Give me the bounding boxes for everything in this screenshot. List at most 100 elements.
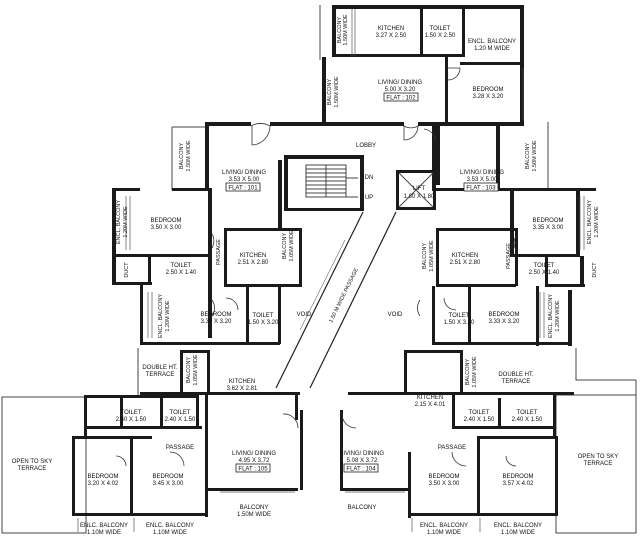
toilet-105b-label: TOILET [170,410,191,416]
balcony-102-c-width: 1.50M WIDE [532,140,538,172]
balcony-101-width: 1.50M WIDE [186,140,192,172]
enlc-balcony-l1-label: ENLC. BALCONY [80,523,128,529]
toilet-104b-label: TOILET [517,410,538,416]
passage-101-label: PASSAGE [216,239,222,265]
door-swings [115,67,517,467]
living-103-label: LIVING/ DINING [460,170,504,176]
balcony-101-label: BALCONY [179,143,185,170]
toilet-101b-size: 1.50 X 3.20 [248,320,279,326]
toilet-101-size: 2.50 X 1.40 [166,270,197,276]
bedroom-103b-label: BEDROOM [488,312,519,318]
kitchen-104-label: KITCHEN [417,395,443,401]
double-ht-left-label2: TERRACE [146,372,175,378]
void-right-label: VOID [388,312,403,318]
central-passage [275,211,397,389]
kitchen-103-size: 2.51 X 2.80 [450,260,481,266]
walls [72,5,596,518]
living-104-size: 5.08 X 3.72 [347,458,378,464]
balcony-k103-label: BALCONY [422,243,428,270]
bedroom-101b-size: 3.33 X 3.20 [201,319,232,325]
enlc-balcony-l2-width: 1.10M WIDE [153,530,187,536]
lift-label: LIFT [413,186,426,192]
balcony-104b-label: BALCONY [348,505,377,511]
flat-102-label: FLAT : 102 [386,96,416,102]
void-left-label: VOID [297,312,312,318]
kitchen-101-label: KITCHEN [240,253,266,259]
bedroom-103b-size: 3.33 X 3.20 [489,319,520,325]
living-102-size: 5.00 X 3.20 [385,87,416,93]
bedroom-101b-label: BEDROOM [200,312,231,318]
passage-103-label: PASSAGE [506,243,512,269]
bedroom-105a-size: 3.20 X 4.02 [88,481,119,487]
encl-balcony-r2-width: 1.10M WIDE [501,530,535,536]
toilet-103b-size: 1.50 X 3.20 [444,320,475,326]
balcony-102-a-label: BALCONY [337,17,343,44]
toilet-103-size: 2.50 X 1.40 [529,270,560,276]
balcony-105b-label: BALCONY [240,505,269,511]
open-right-label: OPEN TO SKY [578,454,618,460]
double-ht-right-label: DOUBLE HT. [498,372,534,378]
encl-balcony-102-width: 1.20 M WIDE [474,46,510,52]
kitchen-105-label: KITCHEN [229,379,255,385]
room-labels: KITCHEN 3.27 X 2.50 TOILET 1.50 X 2.50 E… [12,14,618,536]
living-104-label: LIVING/ DINING [340,451,384,457]
toilet-104b-size: 2.40 X 1.50 [512,417,543,423]
double-ht-left-label: DOUBLE HT. [142,365,178,371]
kitchen-105-size: 3.62 X 2.81 [227,386,258,392]
encl-balcony-r1-label: ENCL. BALCONY [420,523,468,529]
living-102-label: LIVING/ DINING [378,80,422,86]
balcony-102-b-width: 1.50M WIDE [334,76,340,108]
encl-balcony-101b-label: ENCL. BALCONY [158,294,164,338]
encl-balcony-101b-width: 1.20M WIDE [165,300,171,332]
balcony-k103-width: 1.05M WIDE [429,240,435,272]
kitchen-104-size: 2.15 X 4.01 [415,402,446,408]
toilet-103b-label: TOILET [449,313,470,319]
duct-right-label: DUCT [592,262,598,278]
balcony-102-a-width: 1.50M WIDE [343,14,349,46]
terrace-outlines [1,5,637,534]
encl-balcony-r2-label: ENCL. BALCONY [494,523,542,529]
bedroom-101-size: 3.50 X 3.00 [151,225,182,231]
living-105-label: LIVING/ DINING [232,451,276,457]
balcony-k101-label: BALCONY [282,233,288,260]
encl-balcony-101-width: 1.20M WIDE [123,206,129,238]
toilet-104a-size: 2.40 X 1.50 [464,417,495,423]
toilet-105a-size: 2.40 X 1.50 [116,417,147,423]
living-105-size: 4.95 X 3.72 [239,458,270,464]
kitchen-102-size: 3.27 X 2.50 [376,33,407,39]
balcony-105-label: BALCONY [186,357,192,384]
kitchen-101-size: 2.51 X 2.80 [238,260,269,266]
balcony-104-width: 1.05M WIDE [472,356,478,388]
flat-103-label: FLAT : 103 [466,186,496,192]
bedroom-103-label: BEDROOM [532,218,563,224]
toilet-104a-label: TOILET [469,410,490,416]
bedroom-101-label: BEDROOM [150,218,181,224]
balcony-104-label: BALCONY [465,359,471,386]
open-left-label: OPEN TO SKY [12,459,52,465]
encl-balcony-103b-width: 1.20M WIDE [555,300,561,332]
open-right-label2: TERRACE [584,461,613,467]
bedroom-104a-size: 3.50 X 3.00 [429,481,460,487]
living-101-size: 3.53 X 5.00 [229,177,260,183]
duct-left-label: DUCT [124,262,130,278]
bedroom-105b-size: 3.45 X 3.00 [153,481,184,487]
bedroom-102-label: BEDROOM [472,87,503,93]
bedroom-104b-size: 3.57 X 4.02 [503,481,534,487]
flat-105-label: FLAT : 105 [238,467,268,473]
encl-balcony-101-label: ENCL. BALCONY [116,200,122,244]
bedroom-102-size: 3.28 X 3.20 [473,94,504,100]
toilet-102-size: 1.50 X 2.50 [425,33,456,39]
passage-104-label: PASSAGE [438,445,466,451]
enlc-balcony-l1-width: 1.10M WIDE [87,530,121,536]
kitchen-103-label: KITCHEN [452,253,478,259]
balcony-102-b-label: BALCONY [327,79,333,106]
toilet-105b-size: 2.40 X 1.50 [165,417,196,423]
living-103-size: 3.53 X 5.00 [467,177,498,183]
toilet-105a-label: TOILET [121,410,142,416]
lift-size: 1.80 X 1.80 [404,194,435,200]
encl-balcony-r1-width: 1.10M WIDE [427,530,461,536]
passage-105-label: PASSAGE [166,445,194,451]
flat-101-label: FLAT : 101 [228,186,258,192]
balcony-105-width: 1.05M WIDE [193,354,199,386]
